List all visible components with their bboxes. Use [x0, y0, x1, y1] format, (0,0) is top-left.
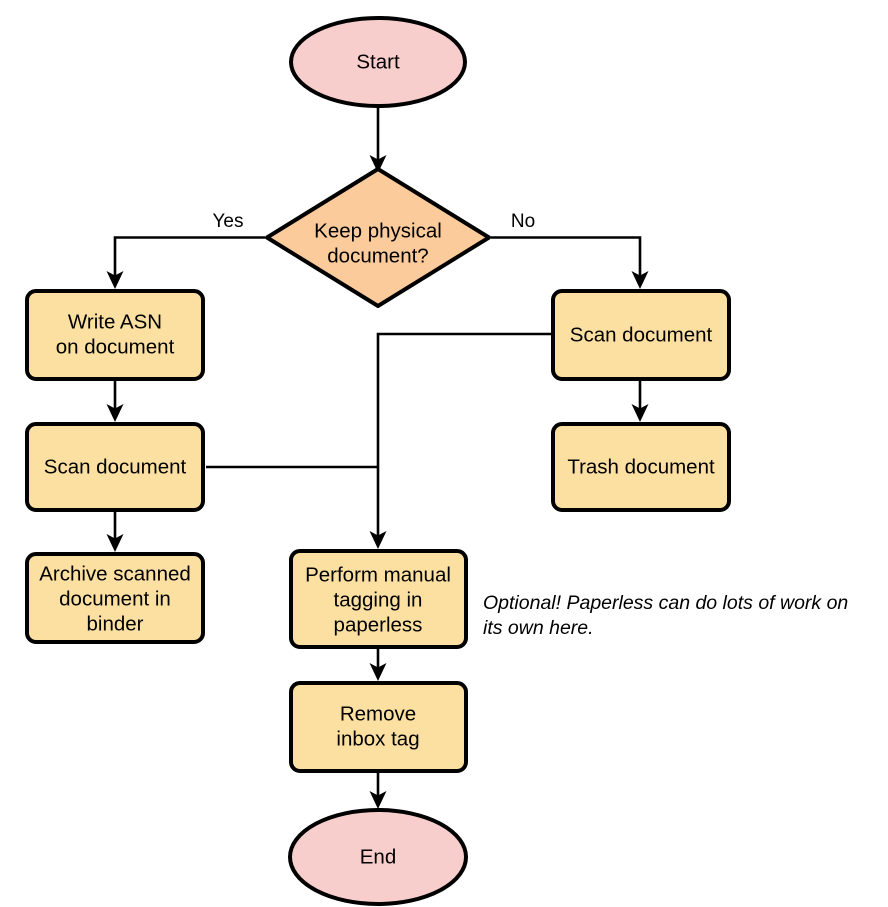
- edge-scan-left-to-archive: [106, 512, 124, 552]
- edge-scan-right-to-manual-tagging: [369, 332, 551, 549]
- scan-document-right-box[interactable]: [551, 289, 731, 381]
- archive-label-line2: document in: [59, 587, 171, 610]
- archive-label-line1: Archive scanned: [39, 562, 191, 585]
- annotation-optional-note: Optional! Paperless can do lots of work …: [483, 592, 848, 639]
- archive-label-line3: binder: [87, 612, 144, 635]
- arrowhead-icon: [631, 404, 649, 422]
- manual-tagging-label-line3: paperless: [334, 613, 423, 636]
- decision-label-line2: document?: [327, 244, 428, 267]
- start-ellipse[interactable]: [289, 16, 467, 108]
- optional-note-line2: its own here.: [483, 617, 594, 639]
- node-archive-scanned-document-in-binder[interactable]: Archive scanned document in binder: [25, 552, 205, 644]
- write-asn-label-line2: on document: [56, 335, 175, 358]
- end-ellipse[interactable]: [288, 808, 468, 906]
- arrowhead-icon: [106, 404, 124, 422]
- node-perform-manual-tagging-in-paperless[interactable]: Perform manual tagging in paperless: [289, 549, 468, 649]
- arrowhead-icon: [369, 531, 387, 549]
- arrowhead-icon: [106, 534, 124, 552]
- edge-line: [491, 236, 642, 279]
- scan-document-left-box[interactable]: [25, 422, 205, 512]
- arrowhead-icon: [369, 663, 387, 681]
- manual-tagging-label-line2: tagging in: [334, 588, 423, 611]
- write-asn-label-line1: Write ASN: [68, 310, 162, 333]
- decision-diamond[interactable]: [265, 167, 491, 308]
- edge-manual-tagging-to-remove-inbox: [369, 649, 387, 681]
- write-asn-box[interactable]: [25, 289, 205, 381]
- trash-document-box[interactable]: [551, 422, 731, 512]
- decision-label-line1: Keep physical: [314, 219, 442, 242]
- edge-label-yes: Yes: [213, 211, 244, 232]
- edge-scan-right-to-trash: [631, 381, 649, 422]
- node-keep-physical-document-decision[interactable]: Keep physical document?: [265, 167, 491, 308]
- node-trash-document[interactable]: Trash document: [551, 422, 731, 512]
- trash-document-label: Trash document: [567, 455, 715, 478]
- arrowhead-icon: [106, 271, 124, 289]
- end-label: End: [360, 845, 396, 868]
- node-scan-document-left[interactable]: Scan document: [25, 422, 205, 512]
- edge-line: [376, 332, 551, 538]
- remove-inbox-label-line2: inbox tag: [336, 727, 419, 750]
- remove-inbox-label-line1: Remove: [340, 702, 416, 725]
- scan-document-right-label: Scan document: [570, 323, 713, 346]
- edge-label-no: No: [511, 211, 535, 232]
- edge-write-asn-to-scan-left: [106, 381, 124, 422]
- edge-remove-inbox-to-end: [369, 773, 387, 809]
- manual-tagging-label-line1: Perform manual: [305, 563, 451, 586]
- edge-decision-no-to-scan-right: [491, 236, 649, 289]
- start-label: Start: [356, 50, 400, 73]
- edge-start-to-decision: [369, 107, 387, 173]
- arrowhead-icon: [631, 271, 649, 289]
- node-remove-inbox-tag[interactable]: Remove inbox tag: [289, 681, 468, 773]
- node-write-asn-on-document[interactable]: Write ASN on document: [25, 289, 205, 381]
- edge-line: [113, 236, 265, 279]
- archive-box[interactable]: [25, 552, 205, 644]
- node-start[interactable]: Start: [289, 16, 467, 108]
- optional-note-line1: Optional! Paperless can do lots of work …: [483, 592, 848, 614]
- remove-inbox-tag-box[interactable]: [289, 681, 468, 773]
- arrowhead-icon: [369, 791, 387, 809]
- node-scan-document-right[interactable]: Scan document: [551, 289, 731, 381]
- manual-tagging-box[interactable]: [289, 549, 468, 649]
- scan-document-left-label: Scan document: [44, 455, 187, 478]
- edge-decision-yes-to-write-asn: [106, 236, 265, 289]
- node-end[interactable]: End: [288, 808, 468, 906]
- arrowhead-icon: [369, 155, 387, 173]
